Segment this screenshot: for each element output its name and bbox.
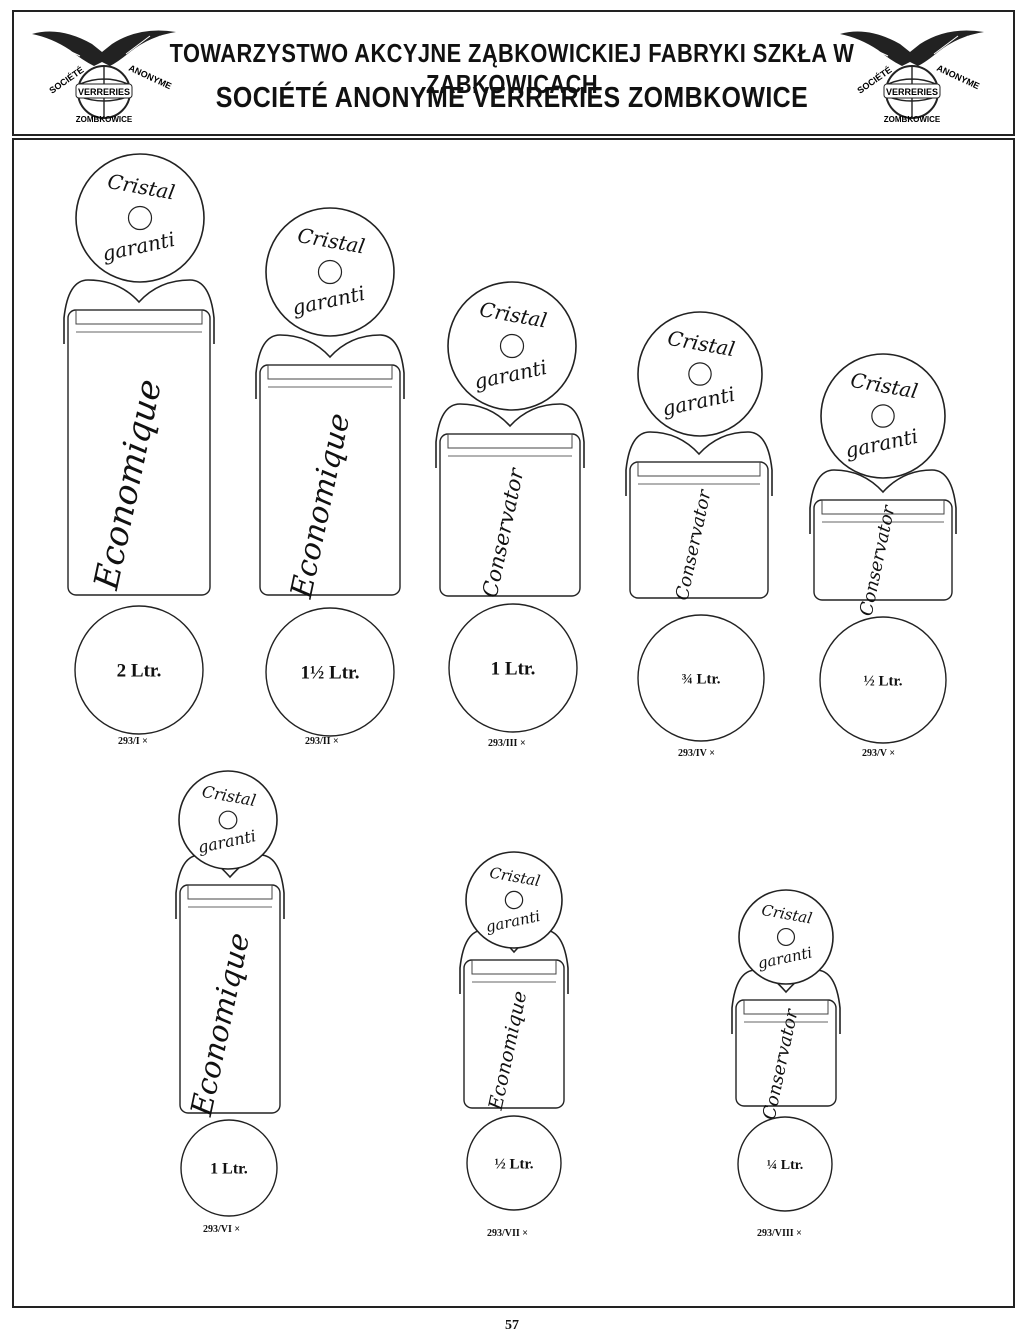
- company-logo-left: VERRERIES SOCIÉTÉ ANONYME ZOMBKOWICE: [30, 22, 180, 132]
- wire-clamp: [625, 431, 773, 496]
- svg-text:VERRERIES: VERRERIES: [78, 87, 130, 97]
- eagle-globe-icon: VERRERIES SOCIÉTÉ ANONYME ZOMBKOWICE: [840, 30, 984, 124]
- volume-label: 2 Ltr.: [117, 661, 162, 682]
- item-code: 293/VIII ×: [757, 1228, 802, 1239]
- volume-disc: [74, 605, 204, 735]
- svg-text:ZOMBKOWICE: ZOMBKOWICE: [76, 115, 133, 124]
- item-code: 293/II ×: [305, 736, 339, 747]
- company-logo-right: VERRERIES SOCIÉTÉ ANONYME ZOMBKOWICE: [838, 22, 988, 132]
- lid-center-hole: [776, 927, 796, 947]
- wire-clamp: [175, 854, 285, 919]
- lid-center-hole: [688, 362, 712, 386]
- company-name-polish: TOWARZYSTWO AKCYJNE ZĄBKOWICKIEJ FABRYKI…: [169, 38, 855, 99]
- lid-center-hole: [127, 205, 153, 231]
- volume-label: ½ Ltr.: [863, 673, 902, 689]
- wire-clamp: [435, 403, 585, 468]
- item-code: 293/III ×: [488, 738, 526, 749]
- company-name-french: SOCIÉTÉ ANONYME VERRERIES ZOMBKOWICE: [215, 82, 809, 114]
- jar-rim: [187, 884, 273, 900]
- volume-label: ½ Ltr.: [494, 1156, 533, 1172]
- eagle-globe-icon: VERRERIES SOCIÉTÉ ANONYME ZOMBKOWICE: [32, 30, 176, 124]
- svg-text:ZOMBKOWICE: ZOMBKOWICE: [884, 115, 941, 124]
- wire-clamp: [459, 929, 569, 994]
- jar-rim: [743, 999, 829, 1015]
- volume-disc: [466, 1115, 562, 1211]
- svg-text:VERRERIES: VERRERIES: [886, 87, 938, 97]
- lid-center-hole: [871, 404, 895, 428]
- volume-label: ¼ Ltr.: [767, 1158, 803, 1173]
- jar-rim: [637, 461, 761, 477]
- page-number: 57: [505, 1318, 519, 1333]
- volume-disc: [448, 603, 578, 733]
- lid-center-hole: [504, 890, 524, 910]
- item-code: 293/V ×: [862, 748, 895, 759]
- item-code: 293/VI ×: [203, 1224, 240, 1235]
- wire-clamp: [255, 334, 405, 399]
- header-frame: [12, 10, 1015, 136]
- volume-disc: [819, 616, 947, 744]
- volume-disc: [737, 1116, 833, 1212]
- item-code: 293/VII ×: [487, 1228, 528, 1239]
- wire-clamp: [731, 969, 841, 1034]
- volume-label: 1 Ltr.: [491, 659, 536, 680]
- jar-rim: [75, 309, 203, 325]
- item-code: 293/I ×: [118, 736, 148, 747]
- wire-clamp: [63, 279, 215, 344]
- lid-center-hole: [317, 259, 343, 285]
- jar-rim: [821, 499, 945, 515]
- volume-disc: [180, 1119, 278, 1217]
- volume-label: 1½ Ltr.: [301, 663, 360, 684]
- jar-rim: [471, 959, 557, 975]
- wire-clamp: [809, 469, 957, 534]
- volume-disc: [265, 607, 395, 737]
- content-frame: [12, 138, 1015, 1308]
- volume-label: ¾ Ltr.: [681, 671, 720, 687]
- volume-disc: [637, 614, 765, 742]
- jar-rim: [447, 433, 573, 449]
- jar-rim: [267, 364, 393, 380]
- lid-center-hole: [499, 333, 525, 359]
- item-code: 293/IV ×: [678, 748, 715, 759]
- lid-center-hole: [218, 810, 238, 830]
- volume-label: 1 Ltr.: [210, 1161, 248, 1178]
